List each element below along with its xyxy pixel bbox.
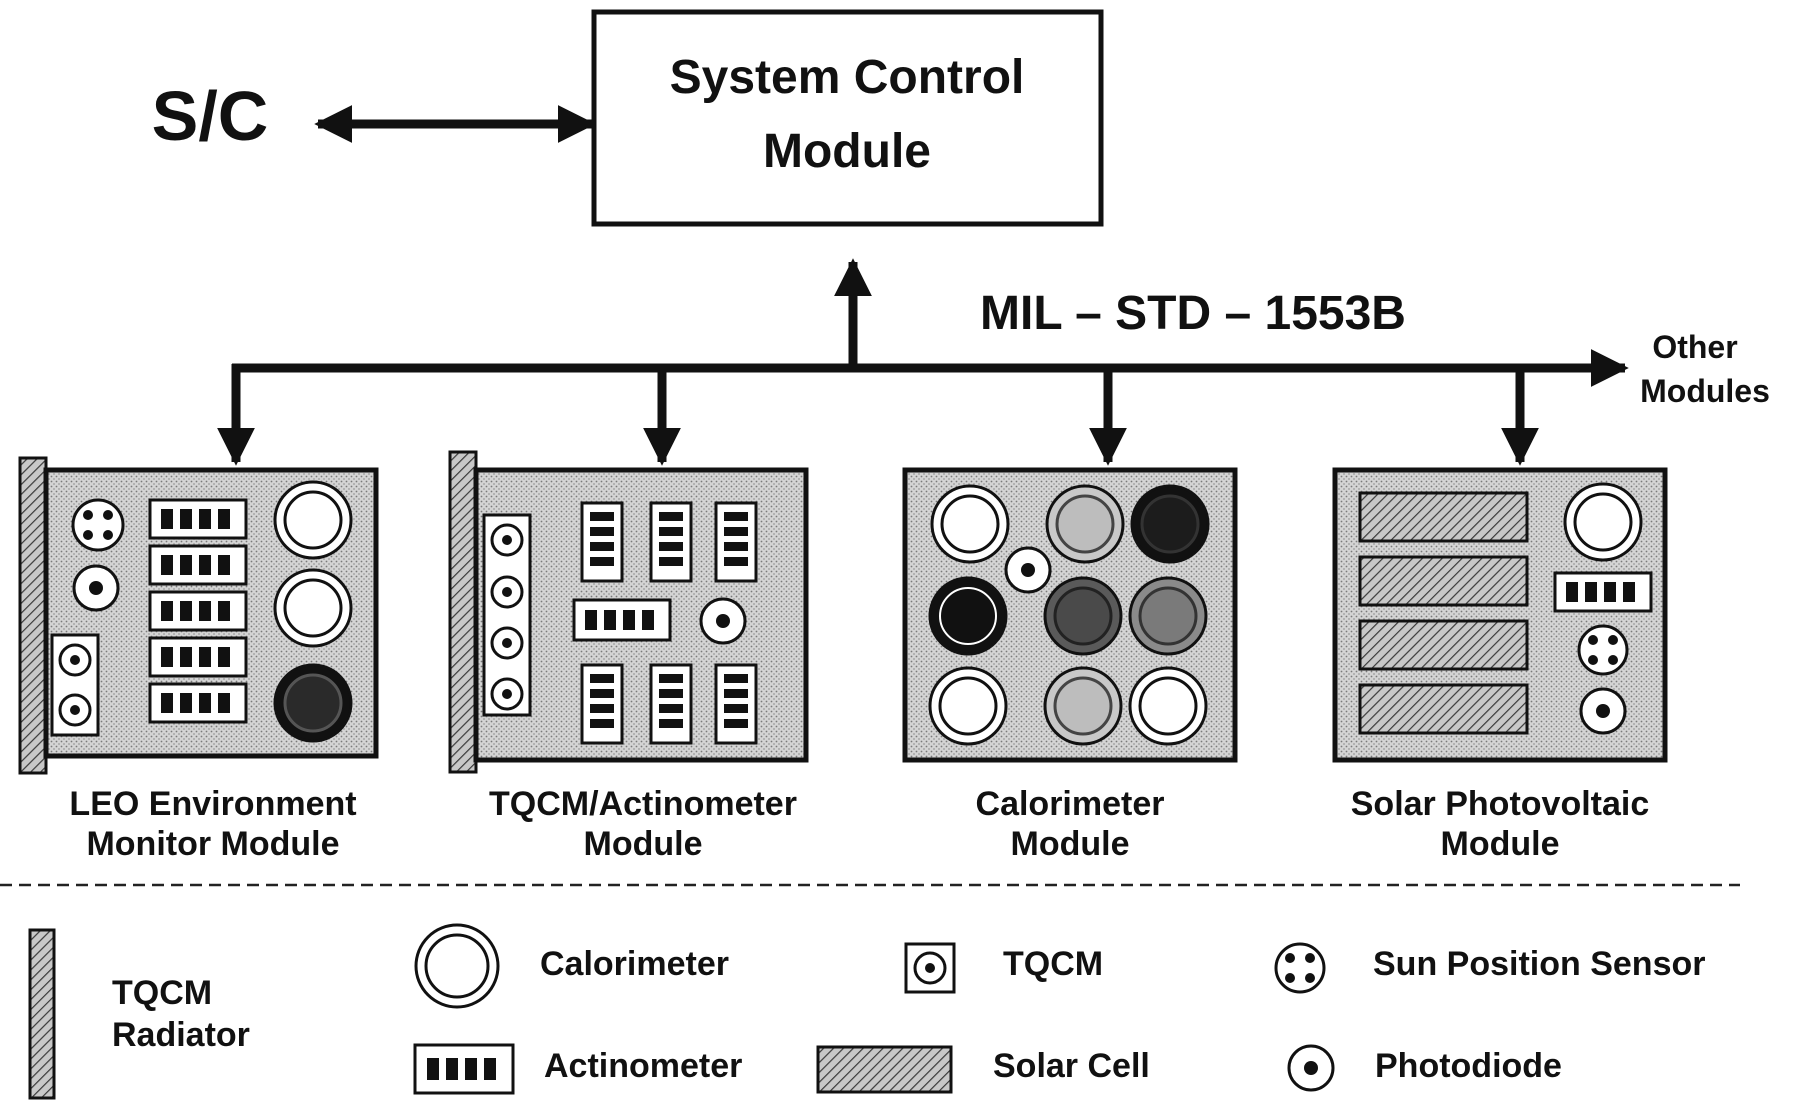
sun-position-sensor-icon	[1577, 624, 1629, 676]
tqcm-icon	[58, 693, 92, 727]
control-title-line1: System Control	[670, 51, 1025, 104]
calorimeter-icon	[1128, 576, 1208, 656]
actinometer-icon	[649, 501, 693, 583]
tqcm-icon	[490, 677, 524, 711]
control-title-line2: Module	[763, 125, 931, 178]
sc-label: S/C	[152, 77, 269, 155]
actinometer-icon	[580, 663, 624, 745]
calorimeter-icon	[1128, 666, 1208, 746]
tqcm-icon	[490, 523, 524, 557]
actinometer-legend-icon	[413, 1043, 515, 1095]
actinometer-icon	[714, 663, 758, 745]
bus-label: MIL – STD – 1553B	[980, 287, 1406, 340]
module-4-label-line2: Module	[1441, 825, 1560, 863]
actinometer-icon	[1553, 571, 1653, 613]
actinometer-icon	[148, 498, 248, 540]
legend-photodiode: Photodiode	[1375, 1047, 1562, 1085]
tqcm-legend-icon	[904, 942, 956, 994]
tqcm-icon	[490, 575, 524, 609]
system-control-module: System Control Module	[591, 9, 1104, 227]
legend-actinometer: Actinometer	[544, 1047, 742, 1085]
tqcm-radiator	[448, 450, 478, 774]
other-modules-line2: Modules	[1640, 373, 1770, 409]
calorimeter-icon	[1130, 484, 1210, 564]
tqcm-icon	[58, 643, 92, 677]
legend: TQCM Radiator Calorimeter Actinometer TQ…	[28, 923, 1705, 1100]
actinometer-icon	[148, 544, 248, 586]
actinometer-icon	[580, 501, 624, 583]
actinometer-icon	[714, 501, 758, 583]
module-4-label-line1: Solar Photovoltaic	[1351, 785, 1650, 823]
calorimeter-icon	[928, 576, 1008, 656]
calorimeter-icon	[1045, 484, 1125, 564]
solar-photovoltaic-module	[1332, 467, 1668, 763]
actinometer-icon	[649, 663, 693, 745]
legend-calorimeter: Calorimeter	[540, 945, 729, 983]
calorimeter-icon	[273, 480, 353, 560]
photodiode-icon	[72, 564, 120, 612]
bus-lines	[217, 258, 1629, 466]
calorimeter-icon	[273, 568, 353, 648]
other-modules-line1: Other	[1652, 329, 1737, 365]
calorimeter-icon	[1563, 482, 1643, 562]
solar-cell-icon	[1358, 683, 1529, 735]
tqcm-radiator-legend-icon	[28, 928, 56, 1100]
legend-tqcm: TQCM	[1003, 945, 1103, 983]
photodiode-legend-icon	[1287, 1044, 1335, 1092]
tqcm-radiator	[18, 456, 48, 775]
photodiode-icon	[1579, 687, 1627, 735]
module-2-label-line2: Module	[584, 825, 703, 863]
module-2-label-line1: TQCM/Actinometer	[489, 785, 797, 823]
actinometer-icon	[572, 598, 672, 642]
legend-radiator-line2: Radiator	[112, 1016, 250, 1054]
photodiode-icon	[699, 597, 747, 645]
actinometer-icon	[148, 636, 248, 678]
photodiode-icon	[1004, 546, 1052, 594]
solar-cell-icon	[1358, 555, 1529, 607]
solar-cell-legend-icon	[816, 1045, 953, 1094]
actinometer-icon	[148, 590, 248, 632]
calorimeter-icon	[930, 484, 1010, 564]
module-1-label-line2: Monitor Module	[86, 825, 339, 863]
module-3-label-line2: Module	[1011, 825, 1130, 863]
sun-position-sensor-icon	[71, 498, 125, 552]
solar-cell-icon	[1358, 619, 1529, 671]
legend-sun-position-sensor: Sun Position Sensor	[1373, 945, 1705, 983]
solar-cell-icon	[1358, 491, 1529, 543]
calorimeter-icon	[1043, 666, 1123, 746]
legend-solar-cell: Solar Cell	[993, 1047, 1150, 1085]
leo-environment-module	[18, 456, 379, 775]
actinometer-icon	[148, 682, 248, 724]
calorimeter-icon	[1043, 576, 1123, 656]
calorimeter-icon	[928, 666, 1008, 746]
calorimeter-icon	[273, 663, 353, 743]
sun-position-sensor-legend-icon	[1274, 942, 1326, 994]
calorimeter-legend-icon	[414, 923, 500, 1009]
module-3-label-line1: Calorimeter	[976, 785, 1165, 823]
module-1-label-line1: LEO Environment	[69, 785, 356, 823]
legend-radiator-line1: TQCM	[112, 974, 212, 1012]
tqcm-icon	[490, 626, 524, 660]
tqcm-actinometer-module	[448, 450, 809, 774]
calorimeter-module	[902, 467, 1238, 763]
